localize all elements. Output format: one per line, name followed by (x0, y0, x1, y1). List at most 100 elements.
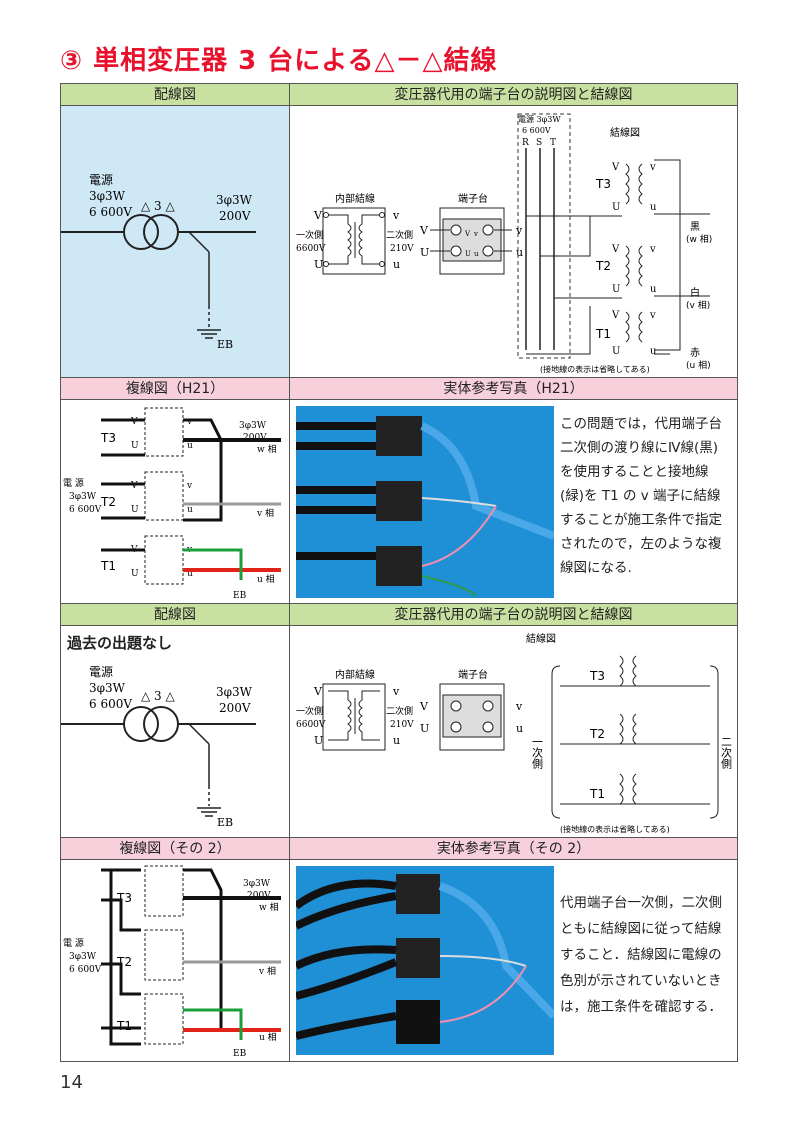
section1-terminal-diagram: 内部結線 V U v u 一次側 6600V 二次側 210V 端子台 V v … (290, 106, 737, 378)
no-past-exam-label: 過去の出題なし (67, 634, 173, 652)
ground-eb-label: EB (233, 591, 247, 601)
wiring-source-voltage: 6 600V (522, 126, 551, 135)
section1-wiring-diagram: 電源 3φ3W 6 600V △ 3 △ 3φ3W 200V EB (61, 106, 290, 378)
t2-label: T2 (595, 259, 611, 273)
photo-2-note: 代用端子台一次側，二次側ともに結線図に従って結線すること．結線図に電線の色別が示… (560, 895, 722, 1015)
transformer-label: △ 3 △ (141, 689, 175, 703)
terminal-mark-V: V (464, 230, 471, 238)
section4-photo-panel: 代用端子台一次側，二次側ともに結線図に従って結線すること．結線図に電線の色別が示… (290, 860, 737, 1061)
internal-U: U (314, 258, 323, 271)
t3-v: v (649, 162, 656, 173)
t3-U: U (131, 441, 139, 451)
t1-U: U (131, 569, 139, 579)
ground-eb-label: EB (233, 1049, 247, 1059)
primary-voltage: 6600V (296, 720, 326, 730)
output-spec: 3φ3W (216, 685, 253, 699)
wiring-diagram-title: 結線図 (526, 632, 556, 645)
output-spec: 3φ3W (216, 193, 253, 207)
terminal-and-wiring-diagram-2: 内部結線 V U v u 一次側 6600V 二次側 210V 端子台 V U … (296, 632, 733, 834)
photo-2 (293, 866, 557, 1055)
t2-u: u (187, 505, 193, 515)
t1-label: T1 (589, 787, 605, 801)
ground-note: (接地線の表示は省略してある) (560, 824, 670, 834)
terminal-and-wiring-diagram: 内部結線 V U v u 一次側 6600V 二次側 210V 端子台 V v … (296, 113, 712, 374)
terminal-mark-v: v (473, 230, 478, 238)
source-spec: 3φ3W (69, 952, 97, 962)
secondary-voltage: 210V (390, 244, 414, 254)
t3-label: T3 (100, 431, 116, 445)
white-label: 白 (690, 286, 700, 299)
terminal-mark-U: U (465, 250, 471, 258)
v-phase-label: v 相 (256, 507, 274, 519)
t2-v: v (649, 244, 656, 255)
t1-label: T1 (100, 559, 116, 573)
red-label: 赤 (690, 347, 700, 359)
w-phase-label: w 相 (259, 901, 279, 913)
w-phase-label: (w 相) (686, 233, 712, 245)
terminal-block-title: 端子台 (458, 192, 488, 205)
internal-wiring-title: 内部結線 (335, 192, 375, 205)
content-table: 配線図 変圧器代用の端子台の説明図と結線図 電源 3φ3W 6 600V △ 3… (60, 83, 738, 1062)
internal-v: v (392, 685, 400, 698)
terminal-mark-u: u (474, 250, 479, 258)
internal-u: u (393, 734, 400, 747)
output-voltage: 200V (219, 701, 251, 715)
section2-right-header: 実体参考写真（H21） (290, 378, 737, 400)
source-spec: 3φ3W (89, 189, 126, 203)
source-voltage: 6 600V (69, 965, 102, 975)
t2-v: v (186, 481, 193, 491)
terminal-v: v (515, 700, 523, 713)
u-phase-label: u 相 (257, 573, 275, 585)
terminal-block-title: 端子台 (458, 668, 488, 681)
internal-wiring-box (322, 207, 386, 275)
source-voltage: 6 600V (89, 697, 132, 711)
v-phase-label: (v 相) (686, 299, 710, 311)
black-label: 黒 (690, 221, 700, 233)
page-title: ③ 単相変圧器 3 台による△－△結線 (60, 46, 498, 76)
page-number: 14 (60, 1072, 83, 1093)
single-line-diagram: 電源 3φ3W 6 600V △ 3 △ 3φ3W 200V EB (61, 173, 256, 351)
output-spec: 3φ3W (239, 421, 267, 431)
section1-right-header: 変圧器代用の端子台の説明図と結線図 (290, 84, 737, 106)
ground-eb-label: EB (217, 816, 233, 829)
t1-u: u (187, 569, 193, 579)
t2-label: T2 (100, 495, 116, 509)
photo-h21-note: この問題では，代用端子台二次側の渡り線にⅣ線(黒)を使用することと接地線(緑)を… (560, 416, 722, 576)
section4-left-header: 複線図（その 2） (61, 838, 290, 860)
photo-wiring-illustration (296, 416, 556, 597)
source-spec: 3φ3W (69, 492, 97, 502)
source-label: 電 源 (63, 478, 84, 489)
t2-U: U (612, 284, 620, 295)
primary-label: 一次側 (296, 229, 323, 241)
section4-right-header: 実体参考写真（その 2） (290, 838, 737, 860)
multiline-diagram-h21: 電 源 3φ3W 6 600V 3φ3W 200V T3 T2 T1 VU vu… (63, 407, 281, 601)
secondary-voltage: 210V (390, 720, 414, 730)
terminal-U: U (420, 722, 429, 735)
internal-U: U (314, 734, 323, 747)
phase-T: T (550, 138, 556, 148)
w-phase-label: w 相 (257, 443, 277, 455)
photo-h21 (296, 406, 556, 598)
source-label: 電源 (89, 173, 113, 187)
single-line-diagram-2: 電源 3φ3W 6 600V △ 3 △ 3φ3W 200V EB (61, 665, 256, 829)
source-voltage: 6 600V (69, 505, 102, 515)
t2-V: V (611, 244, 620, 255)
t2-V: V (130, 481, 138, 491)
ground-eb-label: EB (217, 338, 233, 351)
photo-wiring-illustration-2 (293, 874, 557, 1044)
source-dashed-box (517, 113, 571, 359)
terminal-V: V (419, 700, 429, 713)
source-label: 電源 (89, 665, 113, 679)
section3-left-header: 配線図 (61, 604, 290, 626)
t1-V: V (611, 310, 620, 321)
transformer-T2: T2 V U v u (595, 244, 657, 295)
section2-left-header: 複線図（H21） (61, 378, 290, 400)
secondary-label: 二次側 (386, 229, 413, 241)
v-phase-label: v 相 (258, 965, 276, 977)
t2-label: T2 (116, 955, 132, 969)
terminal-U: U (420, 246, 429, 259)
wiring-source-header: 電源 3φ3W (518, 115, 561, 124)
t2-U: U (131, 505, 139, 515)
terminal-u: u (516, 722, 523, 735)
t3-v: v (186, 417, 193, 427)
